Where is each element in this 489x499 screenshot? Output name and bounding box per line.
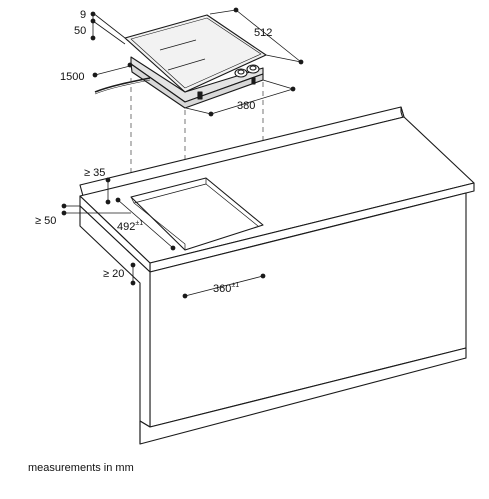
cooktop-dimension-lines xyxy=(90,7,304,117)
cooktop xyxy=(94,14,267,109)
dim-side-clearance: ≥ 50 xyxy=(35,215,56,227)
dim-front-clearance: ≥ 20 xyxy=(103,268,124,280)
measurement-unit-caption: measurements in mm xyxy=(28,462,134,474)
dim-cable-length: 1500 xyxy=(60,71,84,83)
dim-top-thickness: 9 xyxy=(80,9,86,21)
cutout xyxy=(130,177,264,251)
dim-total-height: 50 xyxy=(74,25,86,37)
cutout-dimension-lines xyxy=(61,177,266,299)
power-cable xyxy=(94,77,151,93)
dim-cutout-width: 360±1 xyxy=(213,282,239,295)
dim-cooktop-width: 380 xyxy=(237,100,255,112)
dim-rear-clearance: ≥ 35 xyxy=(84,167,105,179)
dim-cutout-depth: 492±1 xyxy=(117,220,143,233)
kitchen-cabinet xyxy=(79,106,475,445)
dim-cooktop-depth: 512 xyxy=(254,27,272,39)
